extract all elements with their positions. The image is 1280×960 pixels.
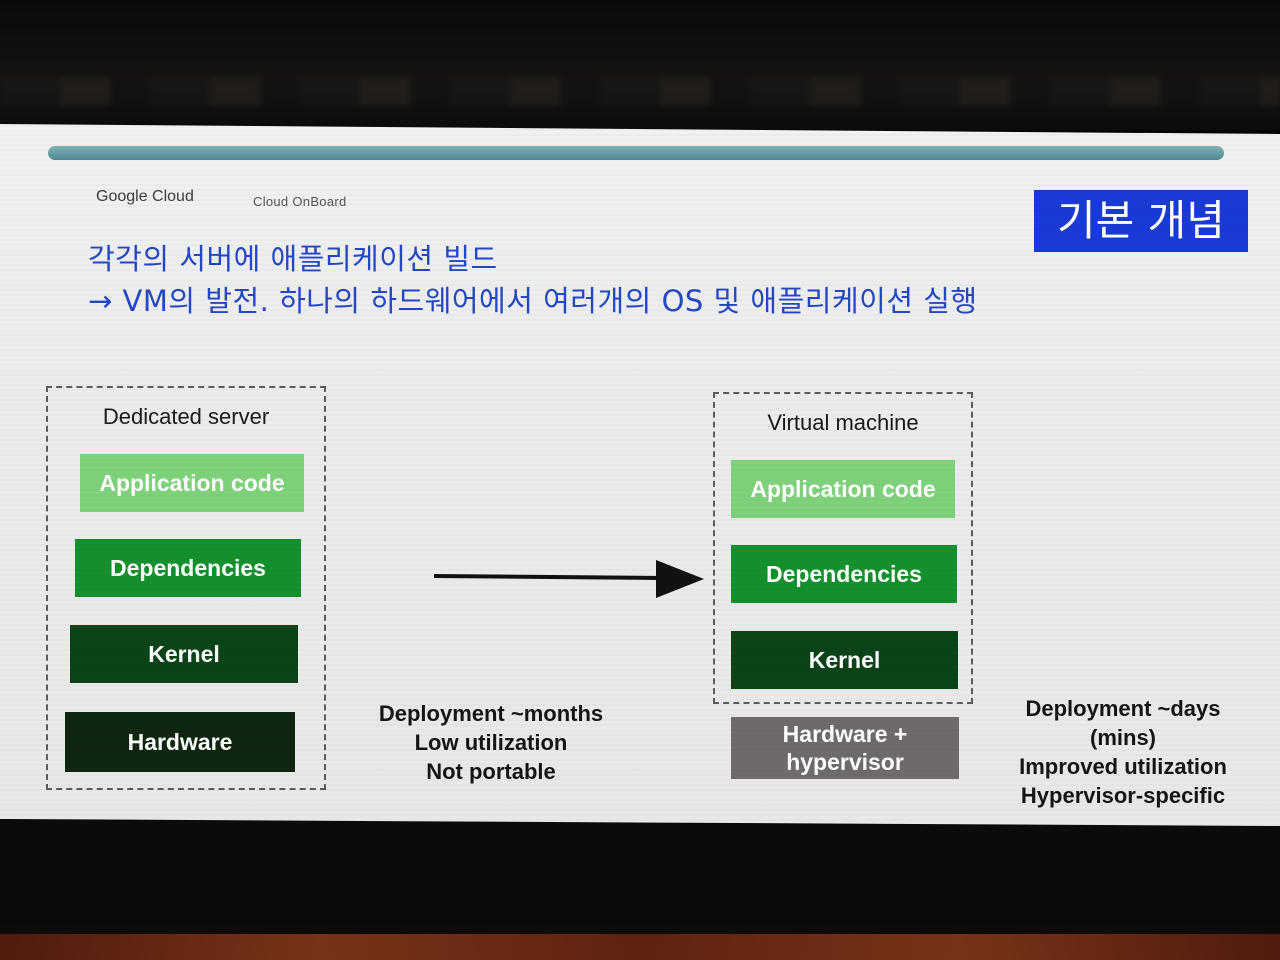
dedicated-note-utilization: Low utilization (414, 730, 568, 755)
audience-background-top (0, 0, 1280, 130)
virtual-machine-title: Virtual machine (767, 410, 919, 435)
dedicated-server-title: Dedicated server (102, 404, 270, 429)
vm-notes: Deployment ~days (mins) Improved utiliza… (1000, 694, 1246, 810)
vm-note-hypervisor-specific: Hypervisor-specific (1020, 783, 1226, 808)
vm-layer-hardware-hypervisor: Hardware + hypervisor (731, 717, 959, 779)
hypervisor-label: hypervisor (786, 749, 904, 775)
vm-note-deployment: Deployment ~days (1025, 696, 1221, 721)
brand-subtitle: Cloud OnBoard (253, 194, 347, 209)
virtual-machine-box: Virtual machine (713, 392, 973, 704)
evolution-arrow-icon (434, 560, 704, 598)
vm-layer-app-code: Application code (731, 460, 955, 518)
slide-headline: 각각의 서버에 애플리케이션 빌드 → VM의 발전. 하나의 하드웨어에서 여… (88, 238, 978, 322)
hardware-label: Hardware + (782, 721, 908, 747)
dedicated-layer-app-code: Application code (80, 454, 304, 512)
vm-layer-dependencies: Dependencies (731, 545, 957, 603)
dedicated-note-deployment: Deployment ~months (378, 701, 604, 726)
dedicated-layer-kernel: Kernel (70, 625, 298, 683)
vm-note-deployment-mins: (mins) (1090, 725, 1156, 750)
stage-floor-bottom (0, 820, 1280, 960)
dedicated-layer-hardware: Hardware (65, 712, 295, 772)
headline-line-2: → VM의 발전. 하나의 하드웨어에서 여러개의 OS 및 애플리케이션 실행 (88, 284, 978, 318)
dedicated-server-box: Dedicated server (46, 386, 326, 790)
dedicated-note-portability: Not portable (426, 759, 556, 784)
brand-logo-text: Google Cloud (96, 188, 194, 205)
slide-accent-bar (48, 146, 1224, 160)
vm-note-utilization: Improved utilization (1019, 754, 1227, 779)
concept-badge: 기본 개념 (1034, 190, 1248, 252)
headline-line-1: 각각의 서버에 애플리케이션 빌드 (88, 242, 498, 276)
dedicated-layer-dependencies: Dependencies (75, 539, 301, 597)
projection-screen: Google Cloud Cloud OnBoard 기본 개념 각각의 서버에… (0, 124, 1280, 826)
vm-layer-kernel: Kernel (731, 631, 958, 689)
dedicated-notes: Deployment ~months Low utilization Not p… (360, 699, 622, 786)
